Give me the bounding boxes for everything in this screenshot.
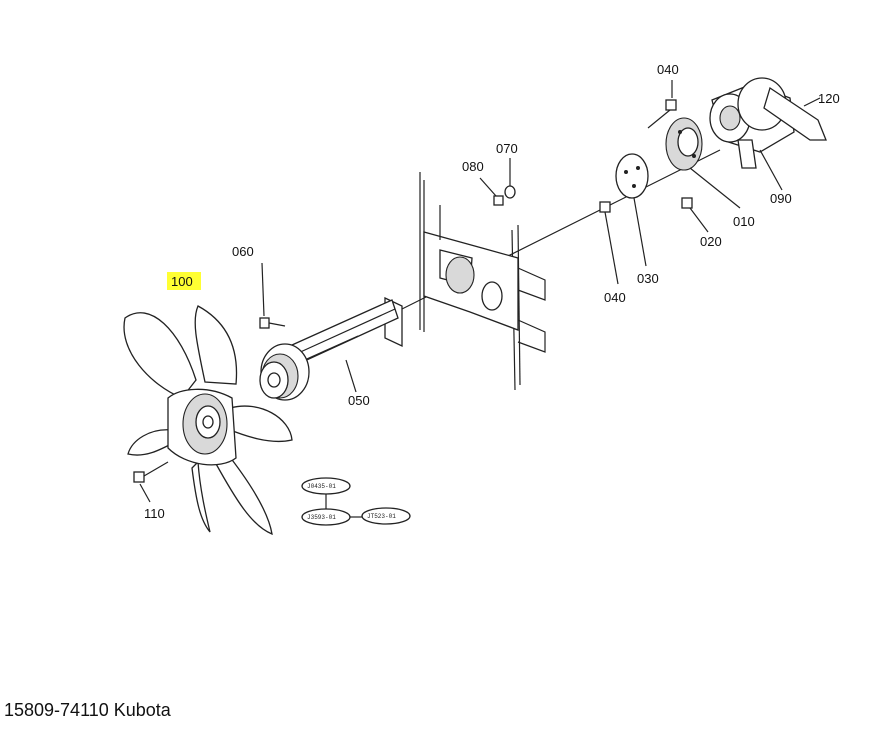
cooling-fan-100 xyxy=(123,305,293,536)
exploded-parts-diagram: 040 120 070 080 090 010 020 060 030 100 … xyxy=(123,62,840,536)
label-100: 100 xyxy=(171,274,193,289)
label-020: 020 xyxy=(700,234,722,249)
label-120: 120 xyxy=(818,91,840,106)
label-030: 030 xyxy=(637,271,659,286)
label-040-lower: 040 xyxy=(604,290,626,305)
label-050: 050 xyxy=(348,393,370,408)
washer-070 xyxy=(504,158,516,199)
part-number-caption: 15809-74110 Kubota xyxy=(4,700,171,720)
label-010: 010 xyxy=(733,214,755,229)
bolt-060 xyxy=(259,262,286,329)
label-100-highlight xyxy=(167,272,201,290)
label-070: 070 xyxy=(496,141,518,156)
extension-shaft-050 xyxy=(291,296,403,365)
drive-pulley-090 xyxy=(709,77,795,191)
bolt-040-upper xyxy=(647,80,677,129)
label-110: 110 xyxy=(144,506,165,521)
ref-code-top: J0435-01 xyxy=(307,483,336,490)
bolt-020 xyxy=(681,197,709,233)
coupling-010 xyxy=(665,117,741,209)
coupling-disc-030 xyxy=(615,153,649,267)
shaft-120 xyxy=(763,86,827,141)
label-080: 080 xyxy=(462,159,484,174)
leader-050 xyxy=(345,359,357,393)
bolt-040-lower xyxy=(599,201,619,285)
reference-code-tree: J0435-01 J3593-01 JT523-01 xyxy=(301,477,411,526)
ref-code-left: J3593-01 xyxy=(307,514,336,521)
label-040-upper: 040 xyxy=(657,62,679,77)
bolt-110 xyxy=(133,461,169,503)
label-090: 090 xyxy=(770,191,792,206)
fan-hub-pulley xyxy=(259,343,310,401)
frame-bracket xyxy=(419,172,546,391)
label-060: 060 xyxy=(232,244,254,259)
ref-code-right: JT523-01 xyxy=(367,513,396,520)
nut-080 xyxy=(479,177,504,206)
